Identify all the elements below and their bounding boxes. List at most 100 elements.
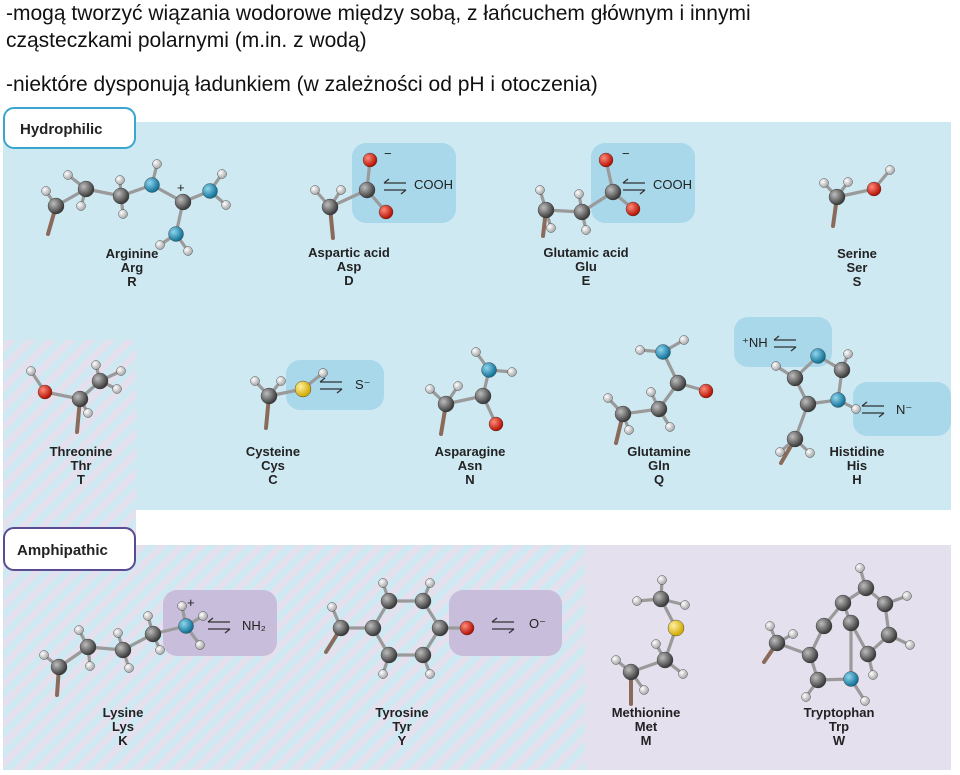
atom-C bbox=[380, 592, 398, 610]
atom-H bbox=[177, 601, 187, 611]
aa-abbr1-label: K bbox=[118, 733, 128, 748]
aa-name-label: Histidine bbox=[830, 444, 885, 459]
his-group-labels: ⁺NH N⁻ bbox=[742, 335, 912, 418]
hydrophilic-label: Hydrophilic bbox=[20, 121, 103, 138]
atom-C bbox=[880, 626, 898, 644]
atom-C bbox=[364, 619, 382, 637]
atom-H bbox=[155, 240, 165, 250]
atom-H bbox=[546, 223, 556, 233]
atom-H bbox=[771, 361, 781, 371]
aa-abbr3-label: Tyr bbox=[392, 719, 411, 734]
atom-H bbox=[471, 347, 481, 357]
atom-H bbox=[276, 376, 286, 386]
lys-group-labels: + NH₂ bbox=[187, 595, 266, 634]
atom-C bbox=[573, 203, 591, 221]
atom-C bbox=[358, 181, 376, 199]
atom-C bbox=[260, 387, 278, 405]
aa-name-label: Glutamic acid bbox=[543, 245, 628, 260]
atom-H bbox=[611, 655, 621, 665]
aa-abbr3-label: Met bbox=[635, 719, 658, 734]
atom-C bbox=[380, 646, 398, 664]
aa-abbr1-label: C bbox=[268, 472, 278, 487]
aa-abbr1-label: T bbox=[77, 472, 85, 487]
atom-H bbox=[624, 425, 634, 435]
atom-H bbox=[679, 335, 689, 345]
atom-H bbox=[885, 165, 895, 175]
atom-H bbox=[805, 448, 815, 458]
atom-O bbox=[866, 181, 882, 197]
atom-H bbox=[651, 639, 661, 649]
atom-C bbox=[786, 369, 804, 387]
methionine-model bbox=[611, 575, 690, 706]
lys-charge-box bbox=[163, 590, 277, 656]
atom-C bbox=[414, 592, 432, 610]
atom-C bbox=[174, 193, 192, 211]
atom-O bbox=[698, 383, 714, 399]
atom-C bbox=[77, 180, 95, 198]
atom-H bbox=[788, 629, 798, 639]
atom-N bbox=[655, 344, 671, 360]
atom-N bbox=[178, 618, 194, 634]
atom-C bbox=[537, 201, 555, 219]
atom-H bbox=[116, 366, 126, 376]
atom-H bbox=[425, 384, 435, 394]
threonine-striped-area bbox=[3, 340, 136, 525]
atom-H bbox=[574, 189, 584, 199]
svg-text:−: − bbox=[384, 146, 392, 161]
atom-H bbox=[310, 185, 320, 195]
atom-H bbox=[318, 368, 328, 378]
hydrophilic-tag bbox=[3, 107, 136, 149]
aa-name-label: Methionine bbox=[612, 705, 681, 720]
atom-H bbox=[118, 209, 128, 219]
atom-H bbox=[801, 692, 811, 702]
atom-H bbox=[76, 201, 86, 211]
atom-H bbox=[183, 246, 193, 256]
lysine-model bbox=[39, 601, 208, 697]
atom-H bbox=[535, 185, 545, 195]
atom-N bbox=[202, 183, 218, 199]
aa-abbr1-label: M bbox=[641, 733, 652, 748]
atom-H bbox=[603, 393, 613, 403]
aa-name-label: Threonine bbox=[50, 444, 113, 459]
atom-C bbox=[144, 625, 162, 643]
aa-name-label: Glutamine bbox=[627, 444, 691, 459]
atom-O bbox=[37, 384, 53, 400]
atom-C bbox=[768, 634, 786, 652]
atom-H bbox=[198, 611, 208, 621]
atom-C bbox=[656, 651, 674, 669]
atom-H bbox=[124, 663, 134, 673]
atom-H bbox=[327, 602, 337, 612]
asparagine-model bbox=[425, 347, 517, 436]
atom-C bbox=[801, 646, 819, 664]
atom-H bbox=[378, 669, 388, 679]
aa-abbr3-label: Gln bbox=[648, 458, 670, 473]
atom-H bbox=[63, 170, 73, 180]
serine-model bbox=[819, 165, 895, 228]
aa-abbr3-label: His bbox=[847, 458, 867, 473]
atom-C bbox=[842, 614, 860, 632]
svg-text:O⁻: O⁻ bbox=[529, 616, 546, 631]
atom-C bbox=[604, 183, 622, 201]
aa-abbr1-label: H bbox=[852, 472, 861, 487]
atom-O bbox=[362, 152, 378, 168]
atom-C bbox=[622, 663, 640, 681]
aa-abbr1-label: N bbox=[465, 472, 474, 487]
aa-abbr1-label: Q bbox=[654, 472, 664, 487]
atom-H bbox=[678, 669, 688, 679]
his-charge-box-bottom bbox=[853, 382, 951, 436]
aa-abbr1-label: E bbox=[582, 273, 591, 288]
arginine-model bbox=[41, 159, 231, 256]
tyr-charge-box bbox=[449, 590, 562, 656]
atom-H bbox=[639, 685, 649, 695]
svg-text:−: − bbox=[622, 146, 630, 161]
atom-H bbox=[39, 650, 49, 660]
cys-charge-box bbox=[286, 360, 384, 410]
atom-O bbox=[598, 152, 614, 168]
aa-abbr1-label: S bbox=[853, 274, 862, 289]
asp-group-labels: − COOH bbox=[383, 146, 453, 195]
atom-H bbox=[646, 387, 656, 397]
aa-abbr3-label: Cys bbox=[261, 458, 285, 473]
atom-H bbox=[41, 186, 51, 196]
aa-abbr3-label: Lys bbox=[112, 719, 134, 734]
atom-H bbox=[378, 578, 388, 588]
